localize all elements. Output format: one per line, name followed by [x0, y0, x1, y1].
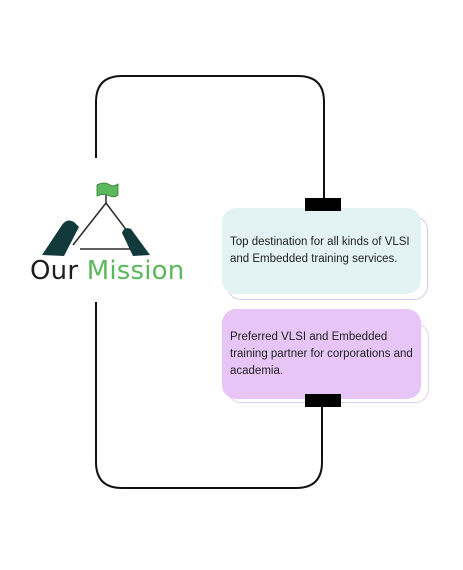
- mission-card-2-text: Preferred VLSI and Embedded training par…: [230, 330, 413, 377]
- mission-card-1-text: Top destination for all kinds of VLSI an…: [230, 236, 410, 265]
- mission-card-2: Preferred VLSI and Embedded training par…: [222, 309, 421, 399]
- bottom-connector-line: [95, 302, 323, 489]
- top-connector-line: [95, 75, 325, 200]
- page-title: Our Mission: [30, 256, 184, 286]
- mission-card-1: Top destination for all kinds of VLSI an…: [222, 208, 421, 294]
- mountain-flag-icon: [42, 182, 150, 256]
- title-our: Our: [30, 256, 79, 286]
- bottom-connector-block: [305, 394, 341, 407]
- top-connector-block: [305, 198, 341, 211]
- title-mission: Mission: [86, 256, 185, 286]
